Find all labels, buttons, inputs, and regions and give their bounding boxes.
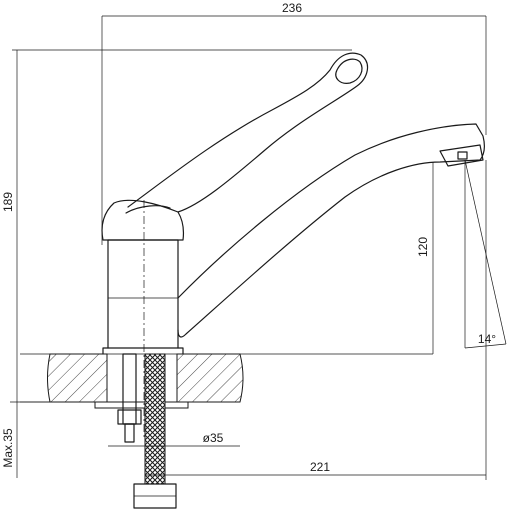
dim-236-label: 236 [282,1,302,15]
threaded-stud [122,353,137,425]
hose-fitting-nut [133,483,177,509]
aerator [439,144,484,167]
dim-120-label: 120 [416,237,430,257]
countertop-left-hatch [47,353,108,403]
dim-max35-label: Max.35 [1,428,15,468]
dim-diameter-label: ø35 [203,431,224,445]
aerator-detail [457,151,468,160]
lever-cap-inner-curve [125,205,171,214]
faucet-base [102,347,184,355]
faucet-cylinder [107,239,179,349]
dim-189-label: 189 [1,192,15,212]
dimension-labels: 236 189 120 14° ø35 221 Max.35 [1,1,496,474]
braided-hose [144,353,166,485]
spout-outline [177,123,486,338]
lever-cap [101,199,185,241]
mounting-plate [94,401,189,409]
faucet-body [101,52,369,355]
countertop-section [20,353,433,409]
dim-angle-leader [464,343,507,349]
lever-handle-hole [335,58,363,84]
countertop-right-hatch [176,353,244,403]
stud-tip [124,423,135,443]
lever-handle [127,52,369,213]
spout [177,123,486,338]
dim-angle-label: 14° [478,332,496,346]
supply-assembly [117,353,177,509]
dimension-lines [10,15,507,480]
dim-angle-line-slanted [464,159,507,345]
dim-221-label: 221 [310,460,330,474]
stud-nut [117,409,142,425]
